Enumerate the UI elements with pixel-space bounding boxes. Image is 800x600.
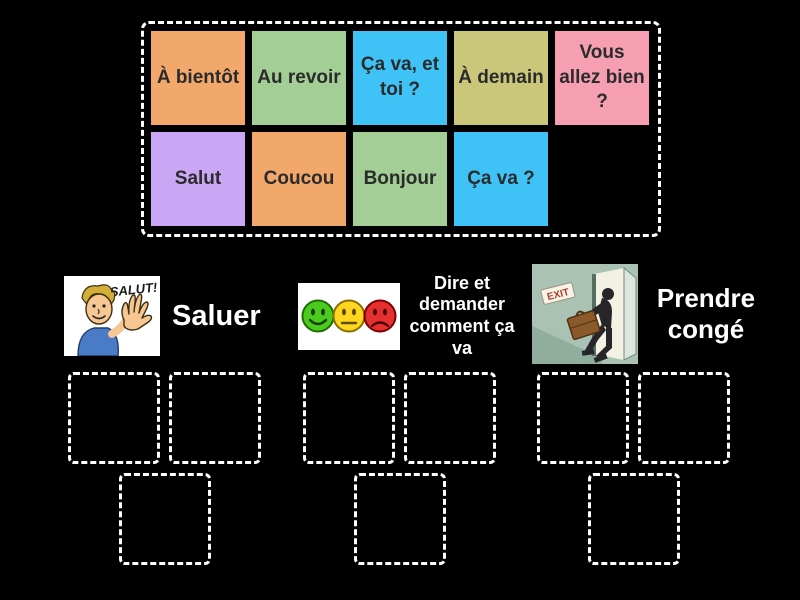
word-tile[interactable]: Coucou xyxy=(252,132,346,226)
dropzone-group-prendre-conge xyxy=(537,372,730,565)
group-label-saluer: Saluer xyxy=(172,299,261,332)
group-label-prendre-conge: Prendre congé xyxy=(656,282,756,344)
word-tile[interactable]: À demain xyxy=(454,31,548,125)
word-tile[interactable]: Ça va, et toi ? xyxy=(353,31,447,125)
svg-text:SALUT!: SALUT! xyxy=(109,280,159,300)
svg-text:EXIT: EXIT xyxy=(546,287,570,303)
word-tile[interactable]: À bientôt xyxy=(151,31,245,125)
word-tile[interactable]: Salut xyxy=(151,132,245,226)
drop-slot[interactable] xyxy=(118,473,211,565)
group-header-prendre-conge: EXIT Prendre congé xyxy=(532,264,764,364)
drop-slot[interactable] xyxy=(404,372,496,464)
group-header-dire-et-demander: Dire et demander comment ça va xyxy=(298,273,516,359)
drop-slot[interactable] xyxy=(353,473,446,565)
dropzone-group-dire-et-demander xyxy=(303,372,496,565)
exit-door-image: EXIT xyxy=(532,264,638,364)
waving-man-salut-image: SALUT! xyxy=(64,276,160,356)
drop-slot[interactable] xyxy=(587,473,680,565)
word-tile[interactable]: Ça va ? xyxy=(454,132,548,226)
drop-slot[interactable] xyxy=(537,372,629,464)
group-header-saluer: SALUT! Saluer xyxy=(64,276,261,356)
group-label-dire-et-demander: Dire et demander comment ça va xyxy=(409,272,515,358)
word-tile[interactable]: Au revoir xyxy=(252,31,346,125)
drop-slot[interactable] xyxy=(638,372,730,464)
three-smiley-faces-image xyxy=(298,282,400,350)
drop-slot[interactable] xyxy=(169,372,261,464)
drop-slot[interactable] xyxy=(303,372,395,464)
dropzone-group-saluer xyxy=(68,372,261,565)
word-tile[interactable]: Bonjour xyxy=(353,132,447,226)
drop-slot[interactable] xyxy=(68,372,160,464)
word-tile[interactable]: Vous allez bien ? xyxy=(555,31,649,125)
